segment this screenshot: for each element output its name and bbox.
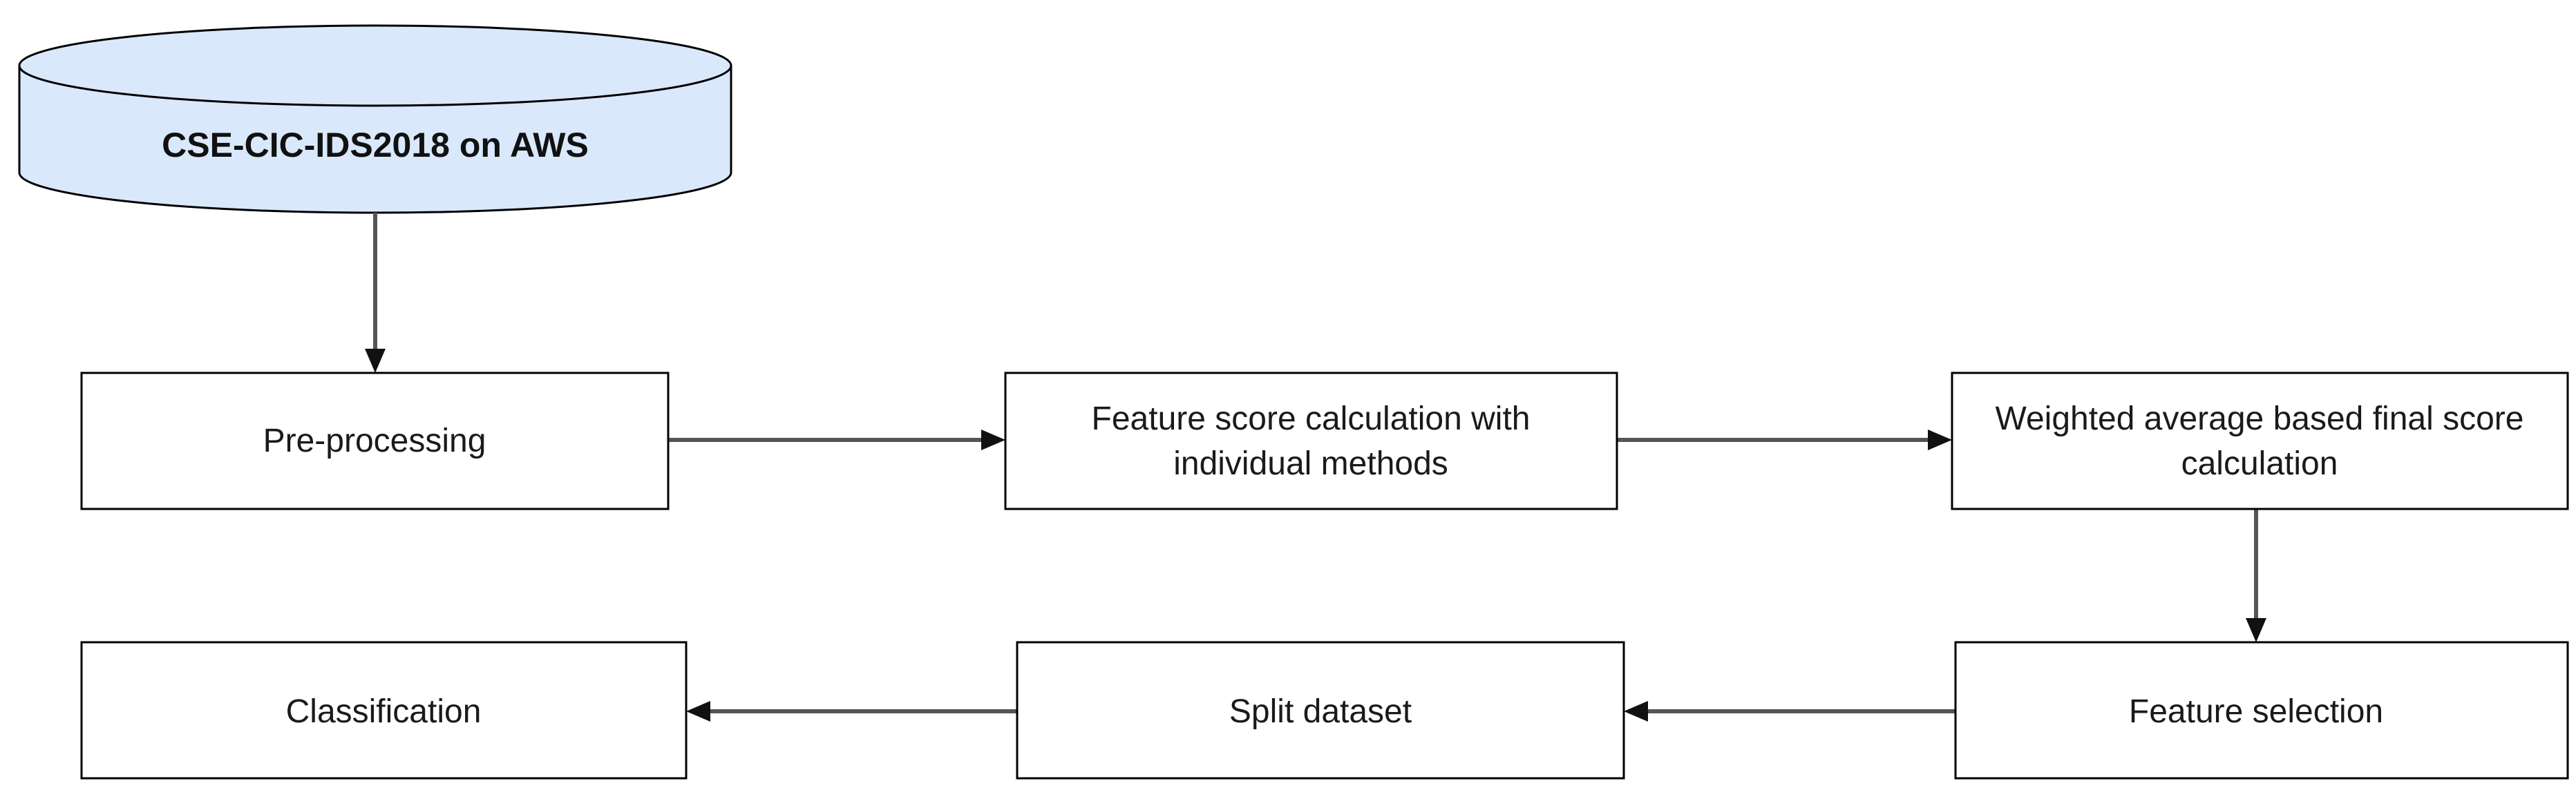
database-top	[18, 24, 732, 107]
database-cylinder: CSE-CIC-IDS2018 on AWS	[18, 24, 732, 214]
node-preprocessing: Pre-processing	[80, 372, 670, 510]
node-feature-score-label-line2: individual methods	[1173, 445, 1448, 482]
edges	[365, 213, 2266, 722]
node-split-dataset-label: Split dataset	[1229, 693, 1412, 730]
arrowhead-feature-score	[981, 430, 1005, 450]
node-feature-score-label-line1: Feature score calculation with	[1092, 401, 1531, 437]
node-feature-selection: Feature selection	[1954, 641, 2569, 780]
node-classification: Classification	[80, 641, 688, 780]
node-preprocessing-label: Pre-processing	[263, 423, 486, 459]
arrowhead-split-dataset	[1624, 701, 1648, 722]
node-weighted-label-line2: calculation	[2181, 445, 2338, 482]
arrowhead-weighted	[1928, 430, 1952, 450]
node-feature-selection-label: Feature selection	[2129, 693, 2383, 730]
node-weighted-average: Weighted average based final score calcu…	[1951, 372, 2569, 510]
database-label: CSE-CIC-IDS2018 on AWS	[162, 126, 589, 164]
arrowhead-feature-selection	[2246, 618, 2266, 642]
node-split-dataset: Split dataset	[1016, 641, 1625, 780]
node-feature-score: Feature score calculation with individua…	[1004, 372, 1618, 510]
node-classification-label: Classification	[286, 693, 482, 730]
arrowhead-preprocessing	[365, 349, 386, 373]
node-weighted-label-line1: Weighted average based final score	[1996, 401, 2524, 437]
arrowhead-classification	[686, 701, 710, 722]
